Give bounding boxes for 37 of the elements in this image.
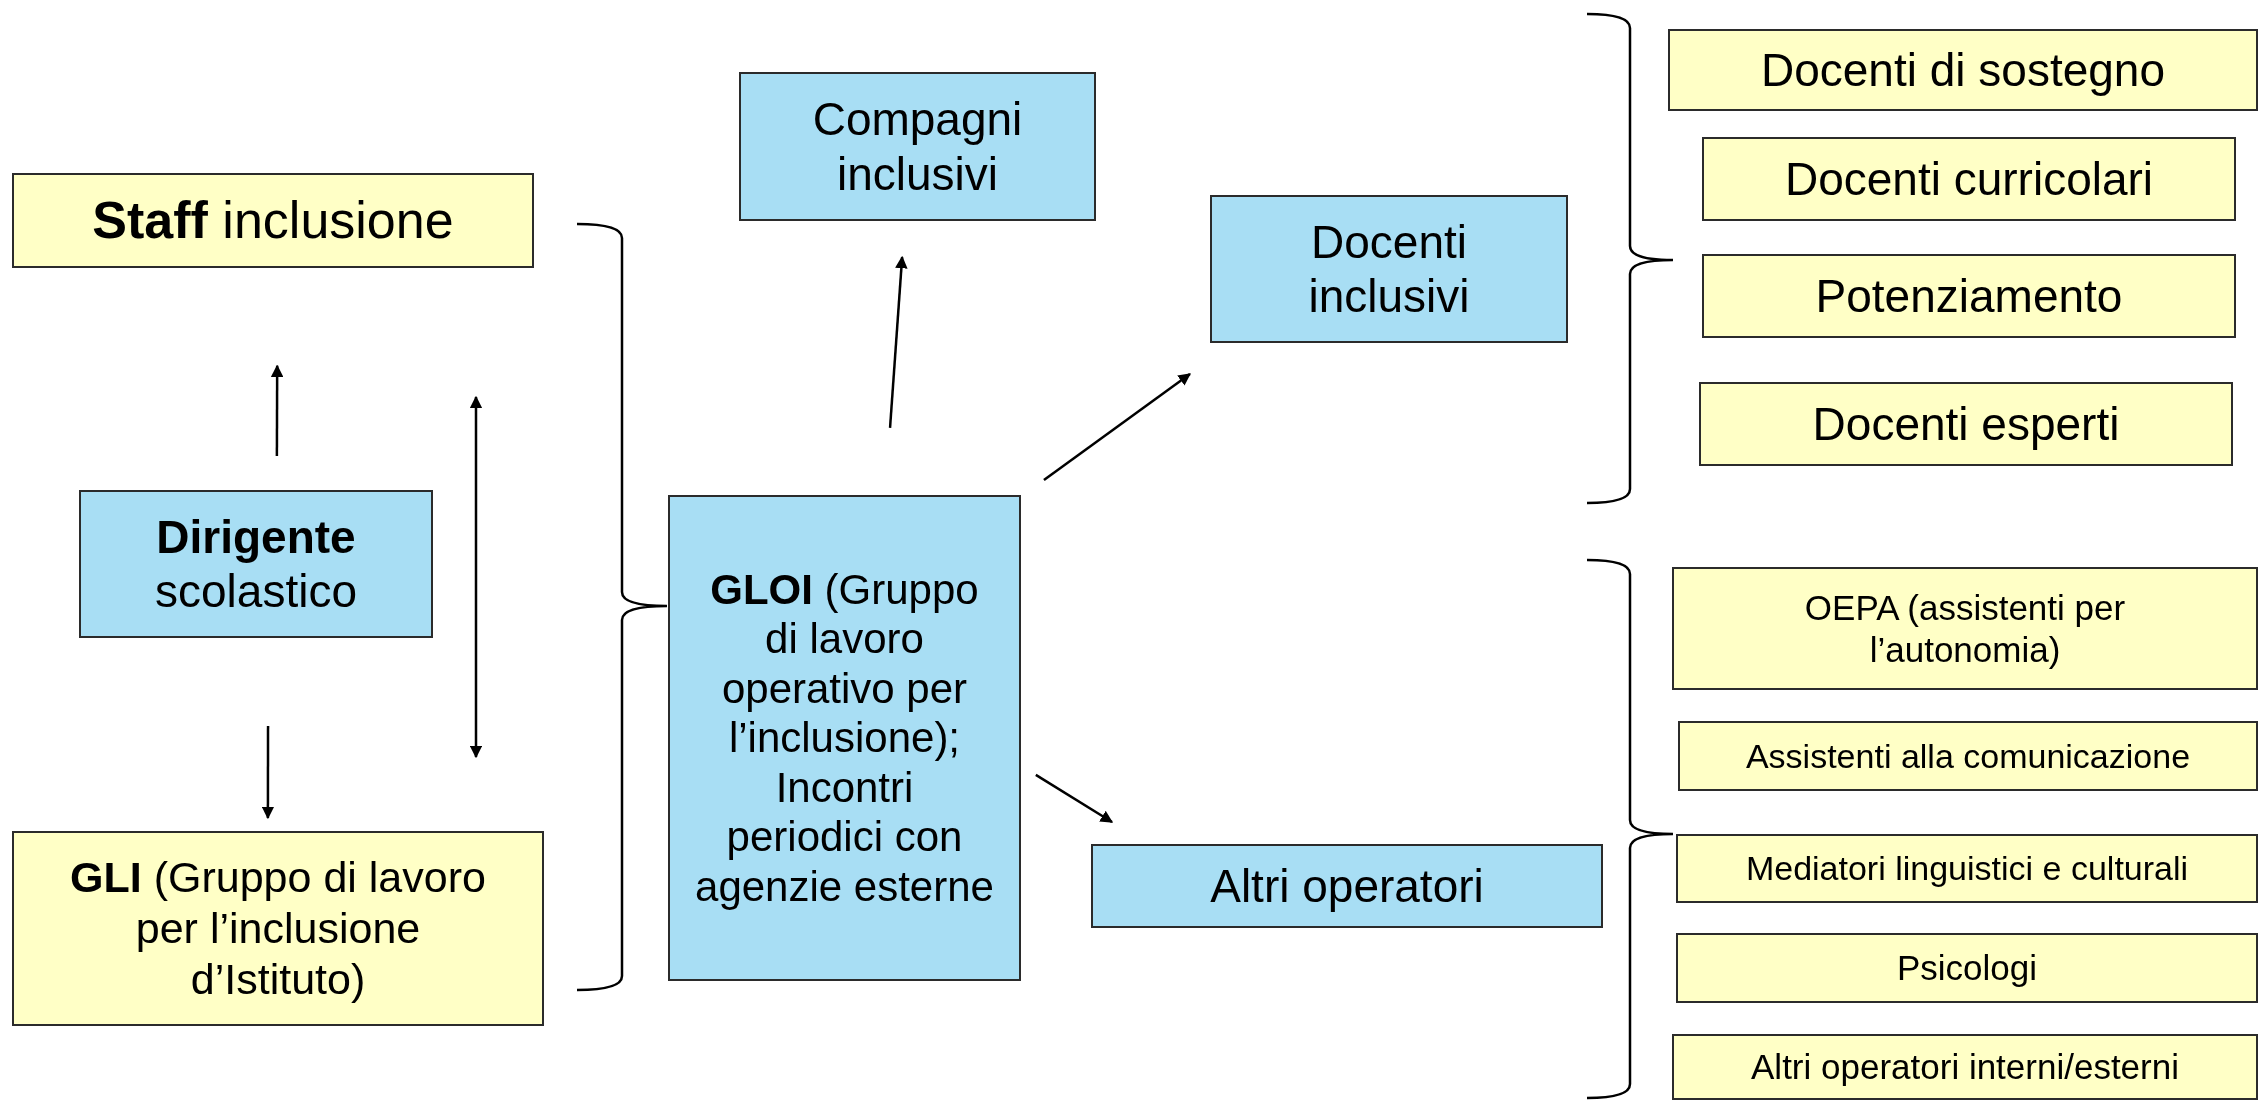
text-box <box>1702 137 2236 221</box>
box-label: Docenti inclusivi <box>1307 214 1471 324</box>
box-label: Altri operatori interni/esterni <box>1751 1046 2179 1088</box>
box-label: Docenti esperti <box>1812 396 2120 452</box>
arrow <box>1043 372 1191 481</box>
text-box <box>1672 567 2258 690</box>
arrow <box>261 726 275 820</box>
text-box <box>1210 195 1568 343</box>
text-box <box>1668 29 2258 111</box>
box-label: Docenti curricolari <box>1784 151 2154 207</box>
box-label: Mediatori linguistici e culturali <box>1745 848 2189 889</box>
box-label: Assistenti alla comunicazione <box>1745 735 2191 777</box>
box-label: Altri operatori <box>1210 858 1484 914</box>
text-box <box>739 72 1096 221</box>
text-box <box>1678 721 2258 791</box>
text-box <box>1676 933 2258 1003</box>
box-label: Staff inclusione <box>92 189 454 251</box>
text-box <box>1699 382 2233 466</box>
text-box <box>1702 254 2236 338</box>
box-label: Psicologi <box>1896 947 2038 989</box>
text-box <box>1676 834 2258 903</box>
text-box <box>668 495 1021 981</box>
box-label: OEPA (assistenti per l’autonomia) <box>1803 587 2127 670</box>
text-box <box>12 173 534 268</box>
arrow <box>888 255 908 428</box>
box-label: Potenziamento <box>1815 268 2123 324</box>
arrow <box>1035 773 1114 824</box>
text-box <box>1091 844 1603 928</box>
box-label: GLI (Gruppo di lavoro per l’inclusione d’Istituto) <box>69 852 487 1005</box>
text-box <box>1672 1034 2258 1100</box>
text-box <box>79 490 433 638</box>
text-box <box>12 831 544 1026</box>
box-label: Compagni inclusivi <box>811 92 1024 201</box>
box-label: GLOI (Gruppo di lavoro operativo per l’inclusione); Incontri periodici con agenzie esterne <box>694 564 995 912</box>
box-label: Dirigente scolastico <box>154 509 358 619</box>
box-label: Docenti di sostegno <box>1761 42 2165 98</box>
arrow <box>270 364 284 456</box>
